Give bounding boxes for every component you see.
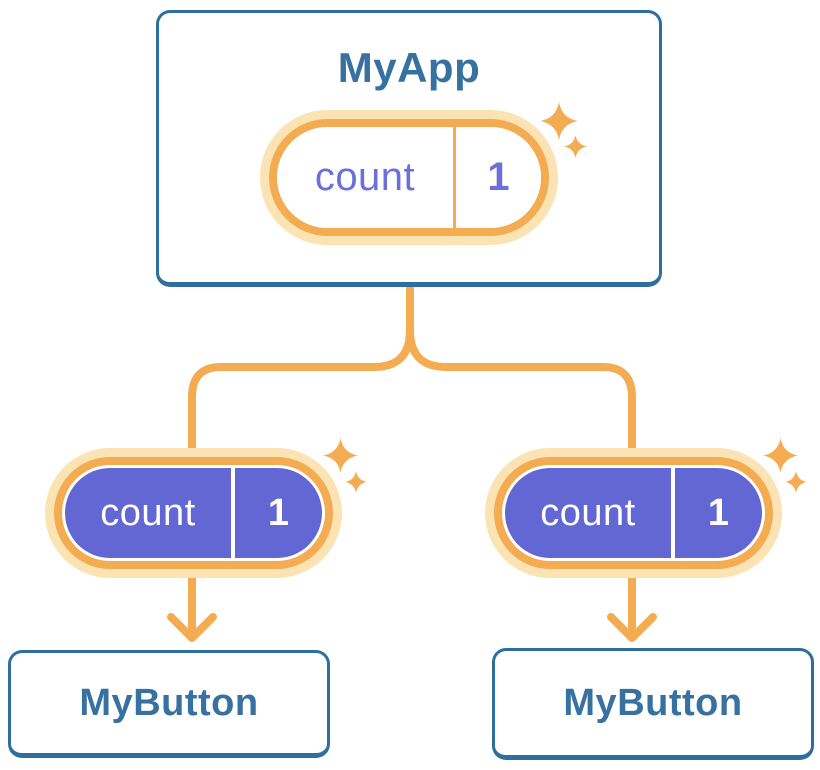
- state-pill-ring: count 1: [269, 119, 549, 236]
- sparkle-icon-small: [564, 135, 587, 158]
- prop-label: count: [100, 491, 196, 534]
- arrow-left-head-icon: [167, 613, 217, 642]
- branch-right-line: [406, 280, 636, 456]
- branch-left-line: [188, 280, 414, 456]
- pill-divider: [453, 127, 456, 228]
- pill-divider: [231, 468, 235, 558]
- prop-value: 1: [267, 491, 290, 534]
- mybutton-title-left: MyButton: [79, 682, 259, 724]
- prop-pill-ring: count 1: [54, 457, 333, 569]
- arrow-right-head-icon: [607, 613, 657, 642]
- sparkle-icon-large: [763, 438, 798, 473]
- mybutton-card-right: MyButton: [492, 648, 814, 760]
- prop-value: 1: [707, 491, 730, 534]
- sparkle-icon-large: [323, 438, 358, 473]
- state-pill-myapp: count 1: [260, 110, 558, 245]
- sparkle-icon-small: [345, 471, 367, 493]
- state-value: 1: [487, 155, 510, 199]
- prop-label: count: [540, 491, 636, 534]
- mybutton-title-right: MyButton: [563, 682, 743, 724]
- prop-pill-right: count 1: [485, 448, 782, 578]
- prop-pill-left: count 1: [45, 448, 342, 578]
- mybutton-card-left: MyButton: [8, 650, 330, 758]
- pill-divider: [671, 468, 675, 558]
- sparkle-icon-small: [785, 471, 807, 493]
- state-label: count: [314, 155, 416, 199]
- myapp-title: MyApp: [337, 44, 481, 91]
- sparkle-icon-large: [540, 102, 578, 140]
- prop-pill-ring: count 1: [494, 457, 773, 569]
